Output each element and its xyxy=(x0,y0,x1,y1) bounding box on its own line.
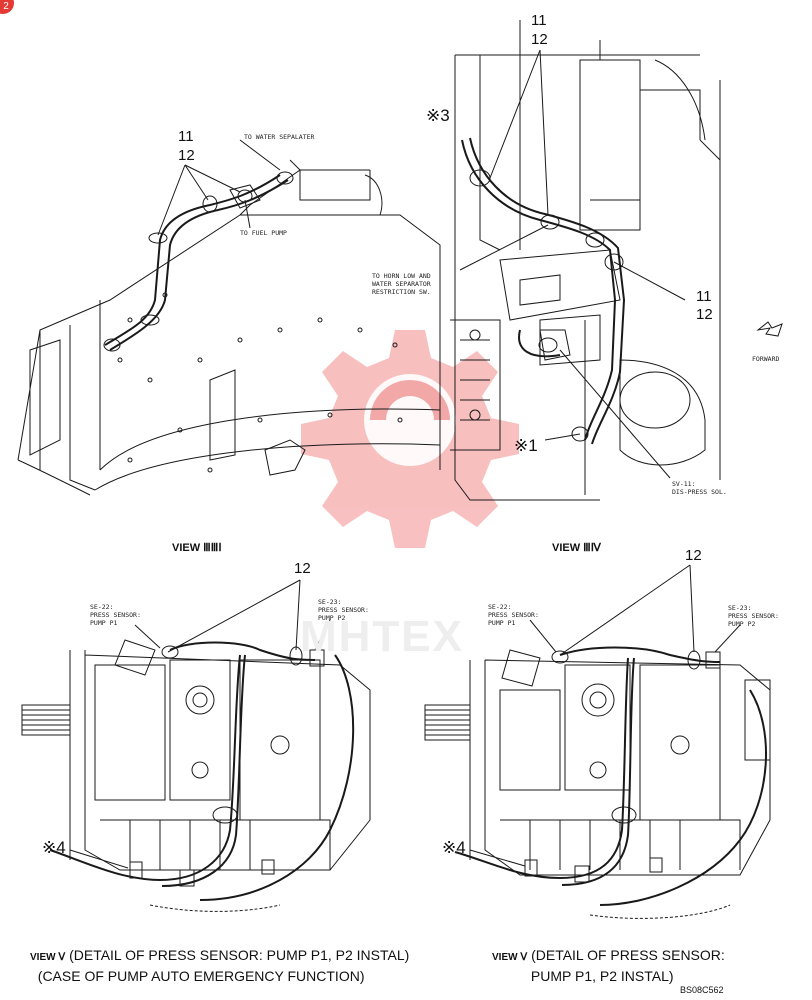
view-xv-left-se23: SE-23: PRESS SENSOR: PUMP P2 xyxy=(318,598,369,622)
view-xv-right-se23: SE-23: PRESS SENSOR: PUMP P2 xyxy=(728,604,779,628)
view-xv-left-drawing xyxy=(21,579,371,912)
view-xv-right-drawing xyxy=(424,564,771,919)
view-xv-right-se22: SE-22: PRESS SENSOR: PUMP P1 xyxy=(488,603,539,627)
view-xiv-callout-12-right: 12 xyxy=(696,306,713,323)
view-xiii-callout-12: 12 xyxy=(178,147,195,164)
view-xv-right-caption-view: VIEW Ⅴ xyxy=(492,952,528,963)
view-xiv-ref-1: ※1 xyxy=(514,436,538,455)
forward-arrow-icon xyxy=(756,321,783,337)
drawing-code: BS08C562 xyxy=(680,985,724,995)
view-xiv-callout-12-top: 12 xyxy=(531,31,548,48)
view-xiv-ref-3: ※3 xyxy=(426,106,450,125)
view-xiii-callout-11: 11 xyxy=(178,128,194,145)
page-badge-text: 2 xyxy=(3,1,9,12)
view-xv-left-ref-4: ※4 xyxy=(42,838,66,857)
view-xv-left-callout-12: 12 xyxy=(294,560,311,577)
view-xv-right-caption-text: (DETAIL OF PRESS SENSOR: PUMP P1, P2 INS… xyxy=(530,947,725,984)
view-xv-right-callout-12: 12 xyxy=(685,547,702,564)
view-xv-left-se22: SE-22: PRESS SENSOR: PUMP P1 xyxy=(90,603,141,627)
view-xv-right-ref-4: ※4 xyxy=(442,838,466,857)
view-xiv-note-horn: TO HORN LOW AND WATER SEPARATOR RESTRICT… xyxy=(372,272,431,296)
view-xiv-callout-11-top: 11 xyxy=(531,12,547,29)
watermark-gear-icon xyxy=(301,330,519,548)
forward-label: FORWARD xyxy=(752,355,780,363)
view-xiii-note-fuel: TO FUEL PUMP xyxy=(240,229,287,237)
view-xv-left-caption-text: (DETAIL OF PRESS SENSOR: PUMP P1, P2 INS… xyxy=(37,947,410,984)
view-xv-left-caption: VIEW Ⅴ (DETAIL OF PRESS SENSOR: PUMP P1,… xyxy=(30,946,409,986)
view-xiv-label: VIEW ⅢⅣ xyxy=(552,542,601,554)
view-xiii-label: VIEW ⅢⅢⅠ xyxy=(172,542,222,554)
view-xv-right-caption: VIEW Ⅴ (DETAIL OF PRESS SENSOR: PUMP P1,… xyxy=(492,946,725,986)
view-xv-left-caption-view: VIEW Ⅴ xyxy=(30,952,66,963)
page-badge: 2 xyxy=(0,0,14,14)
watermark-text: MHTEX xyxy=(300,612,464,661)
view-xiii-note-water: TO WATER SEPALATER xyxy=(244,133,315,141)
view-xiv-note-sv: SV-11: DIS-PRESS SOL. xyxy=(672,480,727,496)
view-xiv-callout-11-right: 11 xyxy=(696,288,712,305)
view-xiii-drawing xyxy=(17,139,441,496)
view-xiv-drawing xyxy=(450,20,783,501)
